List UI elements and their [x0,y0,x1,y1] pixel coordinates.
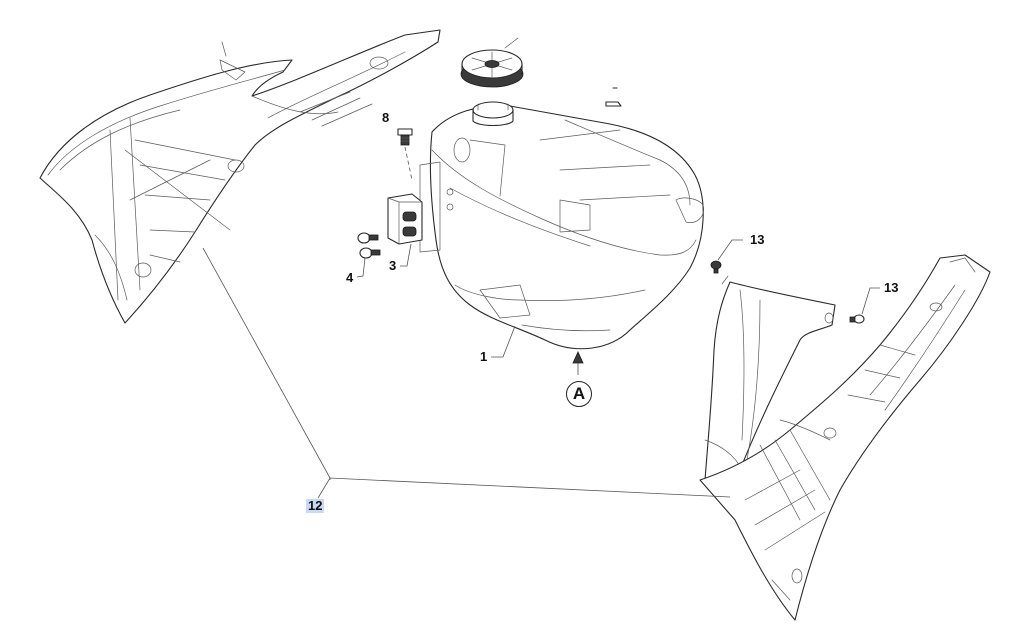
callout-side-shroud-set[interactable]: 12 [306,498,325,513]
tank-fastener [397,128,413,181]
callout-bracket: 3 [389,258,397,273]
shroud-screws [710,260,865,324]
callout-tank-fastener: 8 [382,110,390,125]
leader-lines [202,239,880,499]
bracket [387,193,423,245]
left-side-shroud [39,29,441,324]
callout-shroud-screw-upper: 13 [750,232,765,247]
fuel-tank [419,87,704,350]
callout-bracket-screw: 4 [346,270,354,285]
fuel-cap [460,37,524,88]
callout-shroud-screw-lower: 13 [884,280,899,295]
view-a-marker: A [566,381,592,407]
bracket-screws [357,232,381,259]
callout-fuel-tank: 1 [480,349,488,364]
right-side-shroud [699,254,991,621]
